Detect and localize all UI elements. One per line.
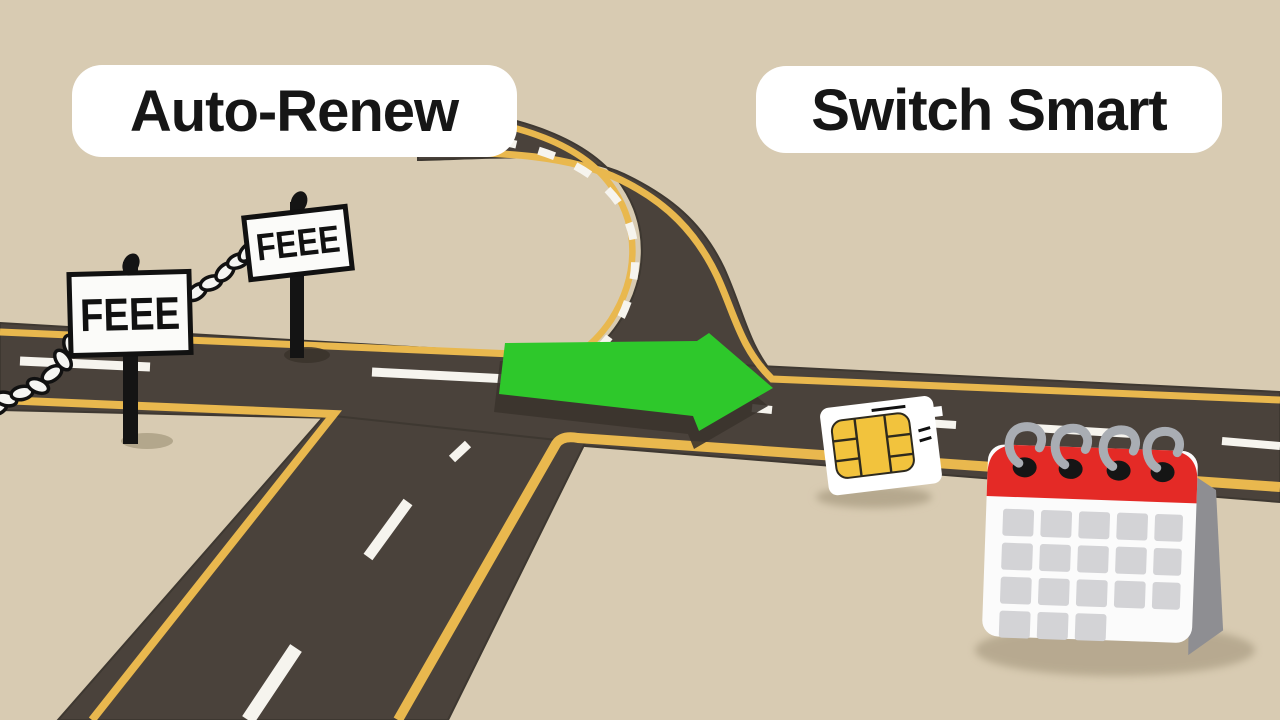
sim-chip (830, 412, 915, 479)
sign2-post-knob (290, 191, 308, 213)
sign1-text: FEEE (79, 287, 180, 342)
sim-tab (925, 405, 943, 418)
left-option-label: Auto-Renew (130, 79, 460, 144)
bottom-road (56, 413, 587, 720)
chain-left (0, 333, 80, 417)
calendar-date-cells (998, 508, 1183, 642)
calendar-rings (1004, 422, 1185, 473)
road-markings (0, 110, 1280, 720)
right-option-pill: Switch Smart (756, 66, 1222, 153)
sign2-text: FEEE (254, 218, 342, 269)
left-option-pill: Auto-Renew (72, 65, 517, 157)
sign2-board (241, 203, 355, 283)
sim-chip-contacts (832, 414, 914, 477)
calendar-icon (975, 422, 1255, 676)
chain-between-signs (185, 240, 259, 303)
sign1-post-knob (122, 253, 140, 275)
fee-sign-2: FEEE (241, 191, 355, 363)
sim-detail-lines (871, 404, 932, 443)
sign1-board (66, 268, 194, 359)
arrow-body (499, 333, 773, 431)
calendar-side-face (1188, 473, 1224, 656)
left-pill-background (72, 65, 517, 157)
green-arrow-icon (494, 333, 773, 449)
fee-sign-1: FEEE (66, 253, 194, 449)
right-pill-background (756, 66, 1222, 153)
right-option-label: Switch Smart (811, 78, 1167, 143)
sim-card-icon (816, 396, 943, 508)
